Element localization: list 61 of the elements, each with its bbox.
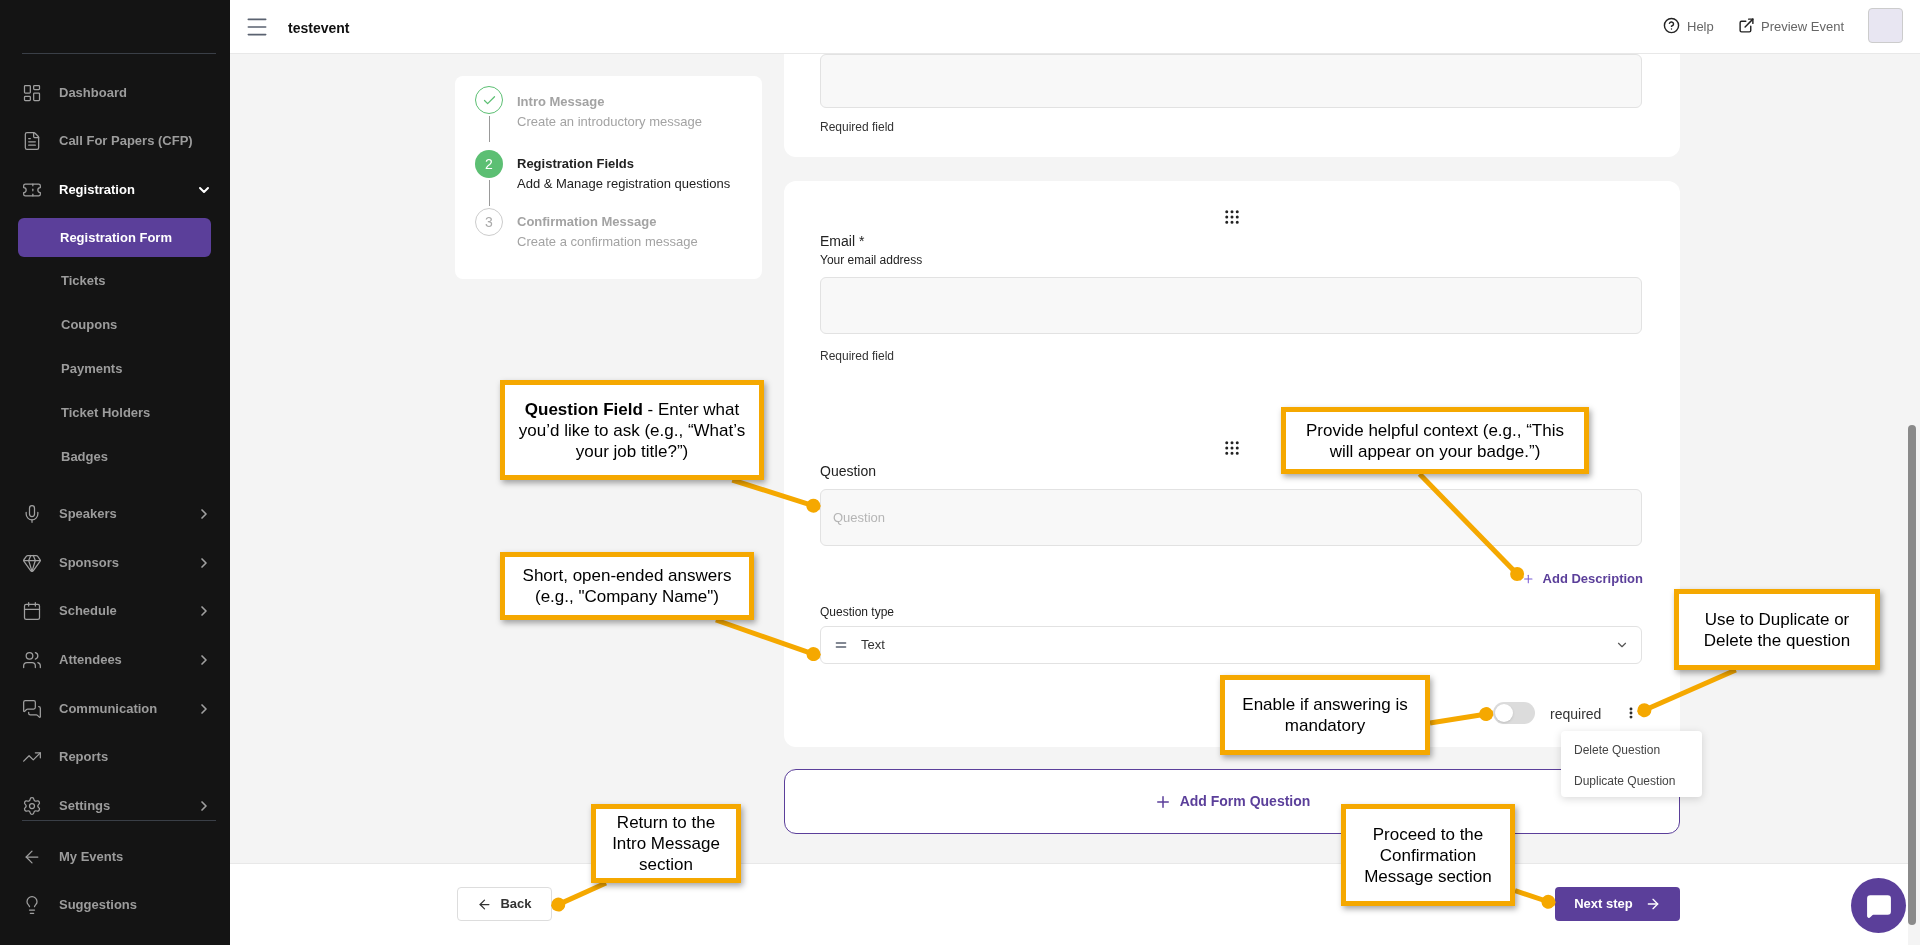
callout-text: Return to the Intro Message section [611,812,721,875]
input-field [820,277,1642,334]
step-title: Registration Fields [517,155,635,173]
menu-item: Tickets [61,273,106,289]
menu-item: Coupons [61,317,118,333]
input-field [820,54,1642,108]
callout-text: Use to Duplicate or Delete the question [1702,608,1852,651]
step-number: 2 [475,150,503,178]
toggle-switch [1493,702,1535,724]
preview-event-link: Preview Event [1761,18,1845,36]
menu-item: Speakers [59,506,117,522]
callout-box [591,804,741,883]
menu-option: Duplicate Question [1574,772,1676,790]
callout-box [1281,407,1589,474]
menu-item: Badges [61,449,108,465]
event-name: testevent [288,19,350,38]
callout-text: Enable if answering is mandatory [1241,694,1409,736]
menu-item: Call For Papers (CFP) [59,133,193,149]
step-description: Add & Manage registration questions [517,175,731,193]
callout-text: Provide helpful context (e.g., “This will appear on your badge.”) [1305,419,1565,462]
menu-item: Dashboard [59,85,127,101]
leader-line [1514,888,1556,909]
menu-item: Sponsors [59,555,119,571]
callout-box [1220,675,1430,755]
menu-item: Communication [59,701,158,717]
field-label: Email * [820,232,865,251]
leader-line [1417,472,1525,581]
back-button: Back [457,887,552,921]
menu-item: Payments [61,361,123,377]
step-title: Confirmation Message [517,213,657,231]
next-step-button: Next step [1555,887,1680,921]
callout-box [1674,589,1880,670]
callout-box [1341,804,1515,906]
help-link: Help [1687,18,1714,36]
menu-item: Settings [59,798,111,814]
leader-line [1429,707,1494,726]
step-title: Intro Message [517,93,605,111]
menu-item: Registration [59,182,135,198]
callout-box [500,552,754,620]
question-input-field: Question [820,489,1642,546]
menu-item: My Events [59,849,124,865]
menu-item: Attendees [59,652,122,668]
menu-item: Reports [59,749,109,765]
menu-item: Suggestions [59,897,137,913]
callout-text: Short, open-ended answers (e.g., "Company Name") [521,565,733,607]
question-type-select: Text [820,626,1642,664]
step-description: Create a confirmation message [517,233,698,251]
menu-item: Ticket Holders [61,405,151,421]
field-label: Question [820,462,877,481]
step-description: Create an introductory message [517,113,702,131]
helper-text: Required field [820,348,895,365]
active-menu-item: Registration Form [18,218,211,257]
callout-text: Question Field - Enter what you’d like to ask (e.g., “What’s your job title?”) [517,398,747,462]
helper-text: Required field [820,119,895,136]
callout-box [500,380,764,480]
field-description: Your email address [820,252,923,269]
field-label: Question type [820,604,895,621]
menu-item: Schedule [59,603,117,619]
add-description-button: Add Description [1522,569,1643,589]
required-label: required [1550,705,1602,724]
menu-option: Delete Question [1574,741,1661,759]
